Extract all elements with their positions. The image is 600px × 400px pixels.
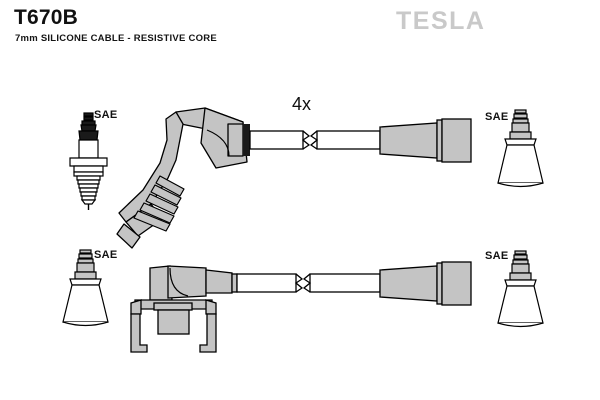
conical-boot-bottom-right-icon (497, 250, 544, 328)
sae-label-top-left: SAE (94, 109, 118, 121)
part-description: 7mm SILICONE CABLE - RESISTIVE CORE (15, 33, 217, 44)
quantity-label: 4x (292, 94, 312, 114)
tesla-brand-logo: TESLA (396, 7, 486, 35)
coil-connector-bottom-icon (130, 265, 238, 353)
ignition-cable-bottom-icon (236, 273, 381, 293)
distributor-boot-top-icon (116, 107, 250, 249)
sae-label-bottom-left: SAE (94, 249, 118, 261)
sae-label-top-right: SAE (485, 111, 509, 123)
straight-boot-top-icon (379, 118, 472, 163)
straight-boot-bottom-icon (379, 261, 472, 306)
spark-plug-top-left-icon (69, 112, 108, 210)
conical-boot-bottom-left-icon (62, 249, 109, 327)
conical-boot-top-right-icon (497, 109, 544, 188)
sae-label-bottom-right: SAE (485, 250, 509, 262)
page-title: T670B (14, 6, 79, 29)
ignition-cable-top-icon (249, 130, 381, 150)
